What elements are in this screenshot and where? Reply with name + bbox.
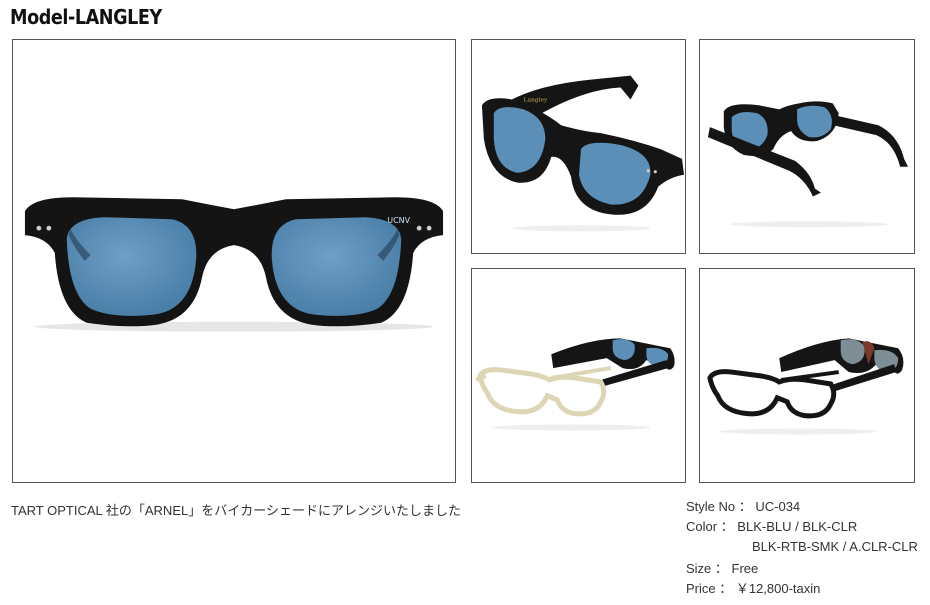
- sunglasses-angle-illustration: Langley: [481, 75, 685, 232]
- product-specs: Style No ： UC-034 Color ： BLK-BLU / BLK-…: [686, 497, 918, 599]
- thumbnail-black-clear-and-smoke-pair[interactable]: [699, 268, 915, 483]
- color-options: Color ： BLK-BLU / BLK-CLR: [686, 519, 858, 534]
- product-description: TART OPTICAL 社の「ARNEL」をバイカーシェードにアレンジいたしま…: [11, 503, 461, 518]
- temple-logo: Langley: [524, 96, 549, 103]
- main-product-image[interactable]: UCNV: [12, 39, 456, 483]
- style-number: Style No ： UC-034: [686, 499, 801, 514]
- page-title: Model-LANGLEY: [10, 5, 162, 29]
- thumbnail-rear-angle-view[interactable]: [699, 39, 915, 254]
- two-pairs-black-smoke-illustration: [707, 338, 904, 435]
- thumbnail-angle-view[interactable]: Langley: [471, 39, 686, 254]
- thumbnail-clear-and-blue-pair[interactable]: [471, 268, 686, 483]
- sunglasses-rear-illustration: [707, 101, 909, 228]
- size-info: Size ： Free: [686, 561, 759, 576]
- color-options-continued: BLK-RTB-SMK / A.CLR-CLR: [752, 539, 918, 554]
- price-info: Price ： ￥12,800-taxin: [686, 581, 821, 596]
- two-pairs-clear-blue-illustration: [475, 338, 675, 431]
- lens-logo: UCNV: [387, 216, 410, 225]
- sunglasses-front-illustration: UCNV: [24, 197, 444, 332]
